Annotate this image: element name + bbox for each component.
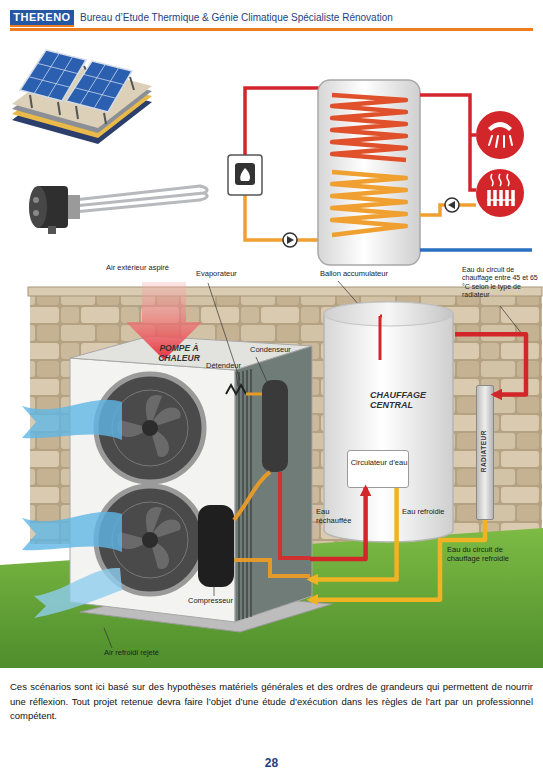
heat-pump-illustration [235, 346, 312, 622]
tank-body [324, 302, 453, 542]
heating-schematic [228, 155, 262, 195]
solar-panel-illustration [66, 61, 132, 112]
heating-schematic [332, 95, 406, 160]
leader-lines [214, 586, 215, 596]
leader-lines [338, 281, 360, 306]
heat-pump-illustration [280, 472, 310, 558]
heat-pump-illustration [198, 505, 234, 587]
heating-schematic [491, 174, 509, 186]
tank-inner-pipe [380, 316, 382, 360]
heating-schematic [489, 190, 513, 206]
heat-pump-illustration [117, 395, 180, 457]
heating-schematic [445, 198, 459, 212]
heat-pump-illustration [112, 502, 188, 578]
edge-label: Eau refroidie [402, 508, 446, 517]
node-label: RADIATEUR [480, 430, 487, 472]
page-number: 28 [0, 756, 543, 770]
heating-schematic [448, 201, 455, 209]
header-rule [10, 28, 533, 31]
immersion-heater [66, 195, 80, 219]
heating-schematic [235, 163, 255, 185]
immersion-heater [74, 186, 204, 212]
heating-schematic [332, 172, 406, 235]
solar-panel-illustration [12, 50, 152, 144]
tank-top [324, 302, 453, 326]
heating-schematic [487, 199, 515, 201]
callout-label: Eau du circuit de chauffage entre 45 et … [462, 266, 542, 299]
immersion-heater [33, 210, 39, 216]
callout-label: Evaporateur [196, 270, 256, 279]
heating-schematic [489, 136, 512, 147]
heating-schematic [476, 169, 524, 217]
leader-lines [236, 372, 238, 386]
callout-label: Détendeur [206, 362, 256, 371]
callout-label: Ballon accumulateur [320, 270, 416, 279]
heating-schematic [228, 80, 532, 265]
immersion-heater [48, 226, 56, 234]
air-flow-arrows [22, 282, 202, 618]
edge-label: Eau du circuit de chauffage refroidie [447, 546, 537, 564]
water-pipe [455, 334, 526, 394]
water-pipe [310, 488, 397, 579]
air-flow-arrows [22, 512, 122, 552]
heat-pump-illustration [112, 390, 188, 466]
circulator-box: Circulateur d’eau [347, 450, 409, 488]
heat-pump-box: POMPE À CHALEUR [70, 330, 310, 620]
heat-pump-illustration [246, 393, 262, 396]
edge-label: Eau réchauffée [316, 508, 360, 526]
heat-pump-illustration [226, 385, 246, 394]
logo-text: THERENO [10, 10, 74, 27]
node-label: CHAUFFAGE CENTRAL [370, 390, 450, 411]
water-pipe [310, 488, 366, 559]
leader-lines [256, 357, 268, 384]
heating-schematic [318, 80, 420, 265]
solar-panel-illustration [75, 64, 124, 108]
heating-schematic [283, 233, 297, 247]
immersion-heater [33, 197, 39, 203]
heating-schematic [488, 122, 512, 131]
callout-label: Condenseur [250, 346, 305, 355]
footer-note: Ces scénarios sont ici basé sur des hypo… [10, 680, 533, 724]
heat-pump-illustration [234, 472, 310, 576]
callout-label: Air refroidi rejeté [104, 649, 166, 658]
heating-schematic [420, 248, 532, 252]
immersion-heater [200, 186, 207, 200]
heating-schematic [420, 95, 476, 190]
header-text: Bureau d’Etude Thermique & Génie Climati… [80, 12, 520, 24]
solar-panel-illustration [29, 53, 78, 97]
node-label: POMPE À CHALEUR [144, 344, 214, 364]
heating-schematic [240, 168, 250, 181]
air-flow-arrows [22, 400, 122, 440]
immersion-heater [29, 186, 47, 228]
callout-label: Air extérieur aspiré [106, 264, 170, 273]
heat-pump-illustration [117, 507, 180, 569]
heat-pump-illustration [142, 532, 158, 548]
heating-schematic [287, 236, 294, 244]
node-label: Circulateur d’eau [350, 459, 408, 468]
immersion-heater [29, 186, 207, 234]
air-flow-arrows [34, 568, 122, 618]
heating-schematic [476, 111, 524, 159]
heat-pump-illustration [142, 420, 158, 436]
radiator: RADIATEUR [476, 385, 494, 520]
heat-pump-illustration [262, 380, 288, 472]
callout-label: Compresseur [188, 597, 250, 606]
leader-lines [500, 306, 522, 334]
leader-lines [104, 628, 112, 648]
